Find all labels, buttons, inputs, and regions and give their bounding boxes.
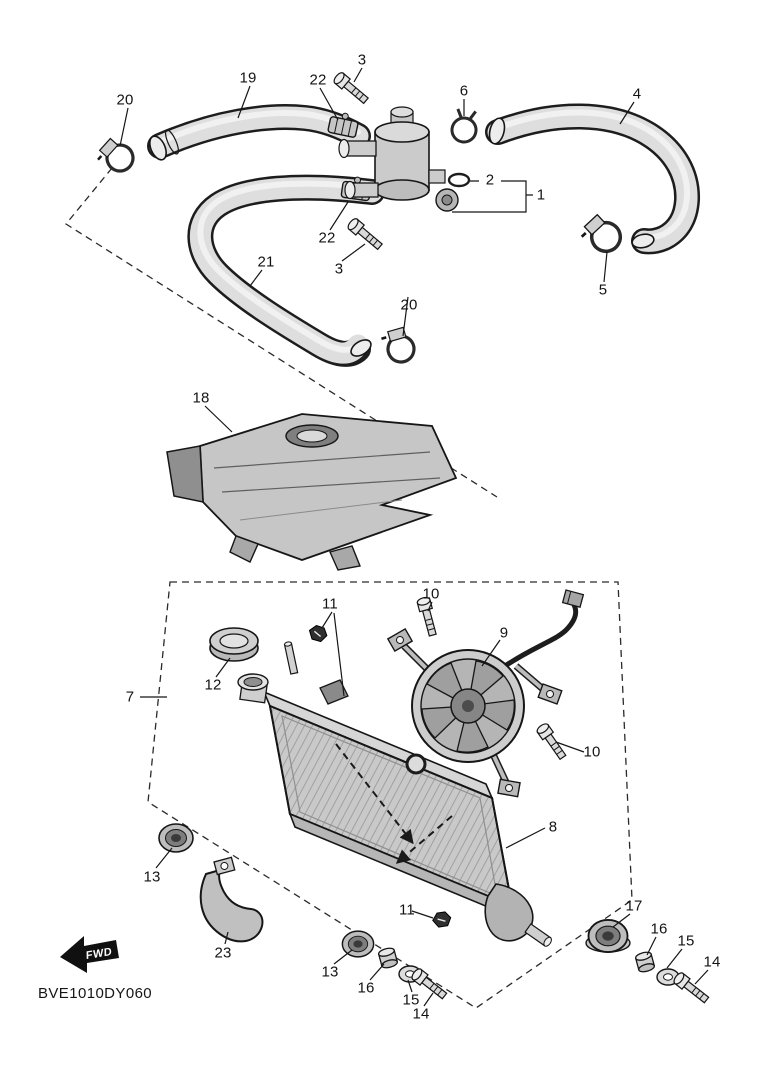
fan-assembly-9 [386, 589, 585, 798]
bottom-bracket [484, 883, 534, 942]
bolt-3-upper [331, 70, 371, 107]
damper-17 [585, 918, 631, 954]
clip-11-upper [307, 623, 329, 644]
fwd-arrow-icon [60, 936, 119, 973]
hose-4 [485, 103, 701, 255]
air-guide-panel-18 [166, 413, 458, 571]
hose-clamp-20-center [373, 321, 420, 367]
radiator-cap-12 [209, 627, 259, 662]
outlet-pipe [524, 923, 552, 947]
bolt-10-upper [415, 595, 440, 638]
rubber-mount-13-center [341, 930, 375, 958]
hose-21 [187, 174, 385, 367]
hose-clamp-5 [573, 208, 626, 260]
bolt-3-lower [345, 216, 385, 253]
clip-11-lower [430, 909, 454, 930]
radiator-8 [237, 641, 552, 947]
rubber-mount-13-left [158, 823, 194, 853]
bolt-14-center [409, 966, 450, 1002]
hook-bracket-23 [199, 856, 264, 943]
assembly-boundary-dashed-lines [65, 167, 633, 1009]
o-ring [447, 172, 471, 188]
hose-19 [147, 104, 371, 161]
diagram-code: BVE1010DY060 [38, 985, 153, 1002]
bolt-14-right [671, 970, 712, 1006]
overflow-pipe [283, 641, 299, 675]
collar-16-center [377, 946, 399, 970]
top-mount-tab [319, 679, 349, 705]
bolt-10-right [534, 721, 569, 762]
bracket-line-part-1 [452, 180, 533, 213]
callout-leader-lines [119, 67, 709, 1007]
pipe-joint-housing [338, 106, 459, 212]
fan-connector [561, 589, 585, 609]
hose-clamp-20-left [88, 131, 139, 180]
radiator-eyelet [405, 753, 427, 775]
collar-16-right [634, 950, 656, 974]
fan-wire [500, 601, 579, 671]
